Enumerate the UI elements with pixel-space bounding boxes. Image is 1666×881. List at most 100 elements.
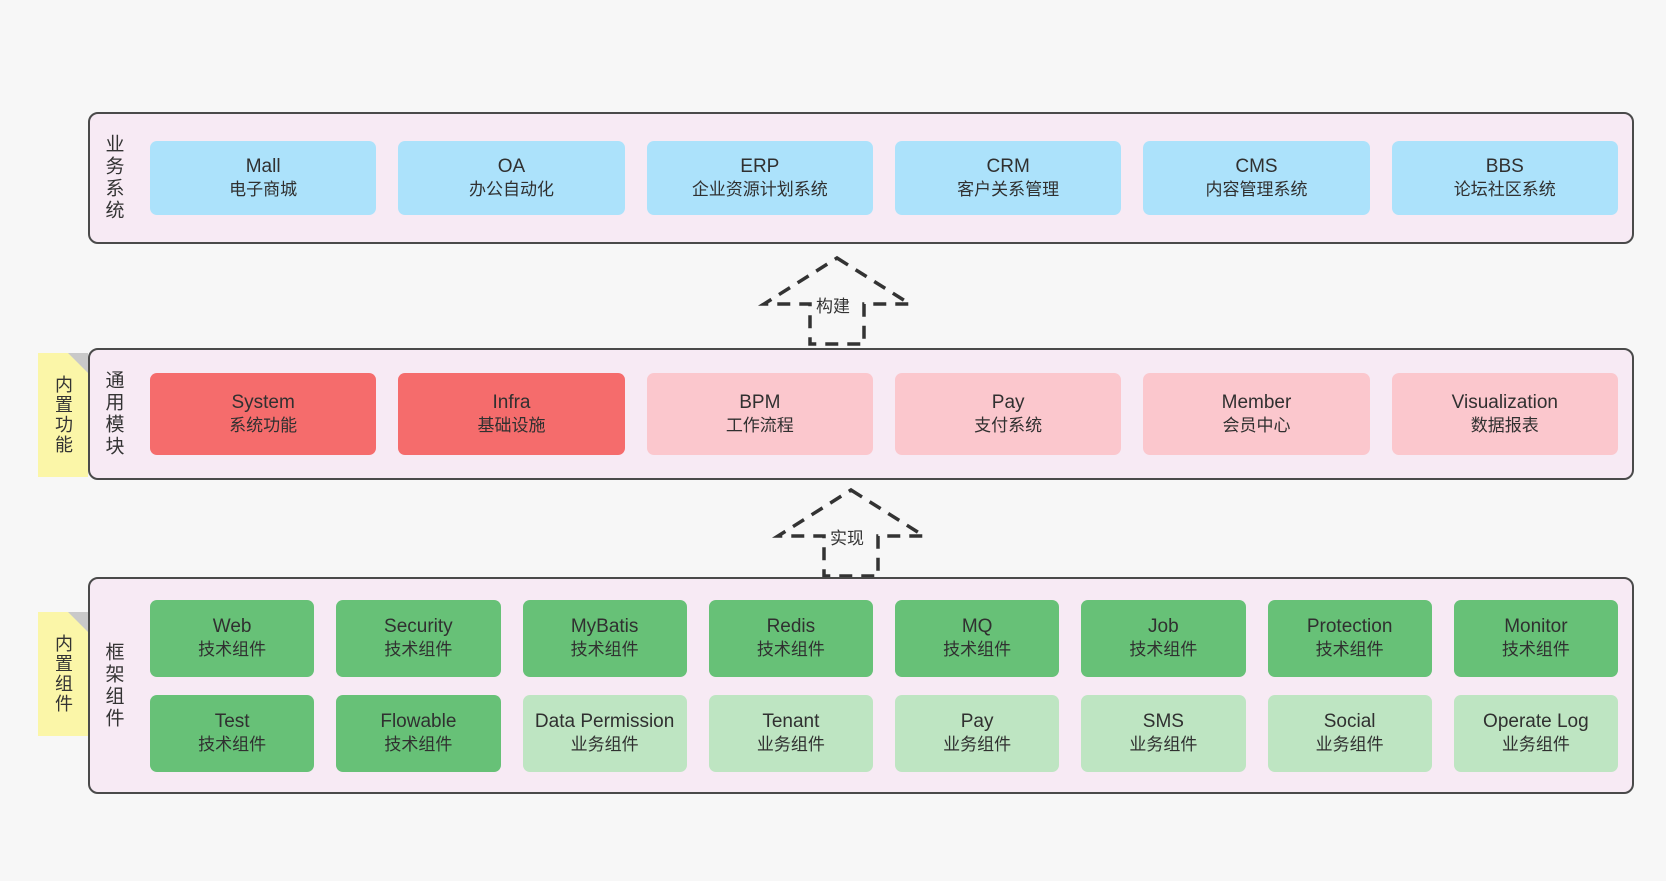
card-test[interactable]: Test 技术组件 bbox=[150, 694, 315, 772]
card-title-en: BPM bbox=[739, 391, 781, 413]
card-sms[interactable]: SMS 业务组件 bbox=[1081, 694, 1246, 772]
card-title-cn: 企业资源计划系统 bbox=[691, 180, 828, 200]
sticky-note-builtin-features: 内置功能 bbox=[38, 353, 88, 477]
card-title-en: Web bbox=[212, 615, 252, 637]
arrow-build: 构建 bbox=[752, 252, 922, 348]
card-title-en: MQ bbox=[961, 615, 993, 637]
card-title-cn: 技术组件 bbox=[1501, 640, 1570, 660]
layer-business-system: 业务系统 Mall 电子商城 OA 办公自动化 ERP 企业资源计划系统 CRM… bbox=[88, 112, 1634, 244]
card-mq[interactable]: MQ 技术组件 bbox=[895, 599, 1060, 677]
layer-framework-components: 框架组件 Web 技术组件 Security 技术组件 MyBatis 技术组件… bbox=[88, 577, 1634, 794]
card-title-cn: 技术组件 bbox=[943, 640, 1012, 660]
card-title-en: Job bbox=[1148, 615, 1179, 637]
layer-body-business-system: Mall 电子商城 OA 办公自动化 ERP 企业资源计划系统 CRM 客户关系… bbox=[136, 114, 1632, 242]
card-title-en: Tenant bbox=[762, 710, 820, 732]
card-mall[interactable]: Mall 电子商城 bbox=[150, 141, 377, 215]
card-title-cn: 技术组件 bbox=[198, 735, 267, 755]
card-title-cn: 业务组件 bbox=[1501, 735, 1570, 755]
card-row: Mall 电子商城 OA 办公自动化 ERP 企业资源计划系统 CRM 客户关系… bbox=[150, 141, 1618, 215]
card-title-en: Test bbox=[214, 710, 250, 732]
card-title-en: Pay bbox=[960, 710, 994, 732]
sticky-note-text: 内置组件 bbox=[53, 634, 73, 714]
card-title-en: Redis bbox=[766, 615, 816, 637]
card-title-cn: 技术组件 bbox=[384, 735, 453, 755]
card-title-cn: 基础设施 bbox=[477, 416, 546, 436]
card-pay-module[interactable]: Pay 支付系统 bbox=[894, 373, 1122, 455]
card-redis[interactable]: Redis 技术组件 bbox=[708, 599, 873, 677]
card-title-cn: 业务组件 bbox=[1315, 735, 1384, 755]
card-title-cn: 会员中心 bbox=[1222, 416, 1291, 436]
card-mybatis[interactable]: MyBatis 技术组件 bbox=[522, 599, 687, 677]
card-title-cn: 数据报表 bbox=[1470, 416, 1539, 436]
sticky-note-text: 内置功能 bbox=[53, 375, 73, 455]
card-row: Test 技术组件 Flowable 技术组件 Data Permission … bbox=[150, 694, 1618, 772]
card-title-en: ERP bbox=[740, 155, 780, 177]
card-system[interactable]: System 系统功能 bbox=[150, 373, 377, 455]
card-protection[interactable]: Protection 技术组件 bbox=[1267, 599, 1432, 677]
card-title-cn: 系统功能 bbox=[229, 416, 298, 436]
sticky-fold-corner-icon bbox=[68, 612, 88, 632]
card-crm[interactable]: CRM 客户关系管理 bbox=[894, 141, 1122, 215]
card-title-en: Pay bbox=[991, 391, 1025, 413]
card-title-en: Social bbox=[1323, 710, 1376, 732]
card-title-cn: 客户关系管理 bbox=[957, 180, 1060, 200]
card-title-cn: 工作流程 bbox=[725, 416, 794, 436]
card-bpm[interactable]: BPM 工作流程 bbox=[646, 373, 873, 455]
card-title-cn: 业务组件 bbox=[1129, 735, 1198, 755]
card-visualization[interactable]: Visualization 数据报表 bbox=[1391, 373, 1618, 455]
card-title-en: OA bbox=[497, 155, 526, 177]
sticky-fold-corner-icon bbox=[68, 353, 88, 373]
card-erp[interactable]: ERP 企业资源计划系统 bbox=[646, 141, 873, 215]
card-row: Web 技术组件 Security 技术组件 MyBatis 技术组件 Redi… bbox=[150, 599, 1618, 677]
card-row: System 系统功能 Infra 基础设施 BPM 工作流程 Pay 支付系统… bbox=[150, 373, 1618, 455]
card-title-cn: 电子商城 bbox=[229, 180, 298, 200]
card-title-en: SMS bbox=[1142, 710, 1184, 732]
card-title-en: Mall bbox=[245, 155, 281, 177]
card-job[interactable]: Job 技术组件 bbox=[1081, 599, 1246, 677]
card-title-en: Security bbox=[384, 615, 453, 637]
card-title-cn: 内容管理系统 bbox=[1205, 180, 1308, 200]
card-title-en: MyBatis bbox=[570, 615, 639, 637]
card-title-en: BBS bbox=[1485, 155, 1524, 177]
card-social[interactable]: Social 业务组件 bbox=[1267, 694, 1432, 772]
card-title-cn: 业务组件 bbox=[943, 735, 1012, 755]
card-oa[interactable]: OA 办公自动化 bbox=[398, 141, 625, 215]
card-title-en: Infra bbox=[492, 391, 531, 413]
card-monitor[interactable]: Monitor 技术组件 bbox=[1453, 599, 1618, 677]
generalization-arrow-icon bbox=[771, 487, 931, 578]
sticky-note-builtin-components: 内置组件 bbox=[38, 612, 88, 736]
card-title-cn: 技术组件 bbox=[570, 640, 639, 660]
card-data-permission[interactable]: Data Permission 业务组件 bbox=[522, 694, 687, 772]
card-title-en: Operate Log bbox=[1483, 710, 1589, 732]
card-title-cn: 论坛社区系统 bbox=[1453, 180, 1556, 200]
card-title-en: Monitor bbox=[1504, 615, 1568, 637]
arrow-label-implement: 实现 bbox=[828, 524, 866, 549]
card-tenant[interactable]: Tenant 业务组件 bbox=[708, 694, 873, 772]
arrow-label-build: 构建 bbox=[814, 292, 852, 317]
card-title-cn: 技术组件 bbox=[1315, 640, 1384, 660]
card-title-en: Member bbox=[1221, 391, 1292, 413]
card-bbs[interactable]: BBS 论坛社区系统 bbox=[1391, 141, 1618, 215]
card-cms[interactable]: CMS 内容管理系统 bbox=[1143, 141, 1370, 215]
card-pay-component[interactable]: Pay 业务组件 bbox=[895, 694, 1060, 772]
card-title-cn: 办公自动化 bbox=[468, 180, 554, 200]
card-title-cn: 技术组件 bbox=[384, 640, 453, 660]
card-operate-log[interactable]: Operate Log 业务组件 bbox=[1453, 694, 1618, 772]
arrow-implement: 实现 bbox=[766, 484, 936, 580]
card-title-cn: 技术组件 bbox=[198, 640, 267, 660]
card-title-cn: 支付系统 bbox=[974, 416, 1043, 436]
card-title-en: Flowable bbox=[380, 710, 457, 732]
card-flowable[interactable]: Flowable 技术组件 bbox=[336, 694, 501, 772]
card-title-cn: 业务组件 bbox=[756, 735, 825, 755]
layer-body-common-modules: System 系统功能 Infra 基础设施 BPM 工作流程 Pay 支付系统… bbox=[136, 350, 1632, 478]
card-member[interactable]: Member 会员中心 bbox=[1143, 373, 1370, 455]
layer-title-common-modules: 通用模块 bbox=[102, 370, 124, 458]
card-security[interactable]: Security 技术组件 bbox=[336, 599, 501, 677]
card-infra[interactable]: Infra 基础设施 bbox=[398, 373, 625, 455]
card-web[interactable]: Web 技术组件 bbox=[150, 599, 315, 677]
layer-title-framework-components: 框架组件 bbox=[102, 641, 124, 730]
card-title-en: CMS bbox=[1235, 155, 1278, 177]
card-title-en: Protection bbox=[1306, 615, 1393, 637]
card-title-en: Data Permission bbox=[534, 710, 675, 732]
